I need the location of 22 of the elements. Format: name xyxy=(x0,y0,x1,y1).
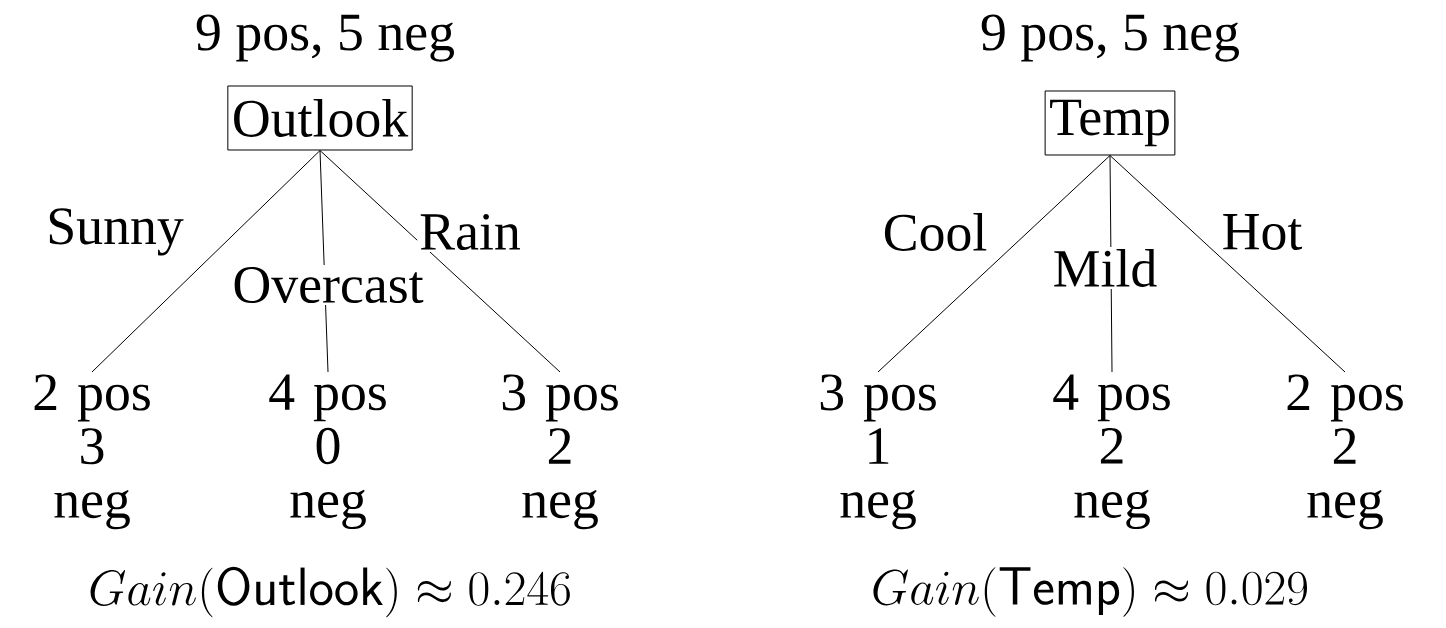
edge-label: Sunny xyxy=(44,206,186,258)
gain-formula: $Gain(\mathsf{Outlook}) \approx 0.246$ xyxy=(90,566,570,618)
leaf-counts: 2 pos 2 neg xyxy=(1287,374,1403,530)
branch-line xyxy=(877,155,1111,373)
leaf-counts: 3 pos 1 neg xyxy=(820,374,936,530)
edge-label: Cool xyxy=(880,211,990,253)
attribute-box: Outlook xyxy=(227,85,413,151)
edge-label: Rain xyxy=(417,211,523,253)
attribute-box: Temp xyxy=(1044,90,1176,156)
branch-line xyxy=(319,150,561,373)
branch-line xyxy=(91,150,321,373)
leaf-counts: 2 pos 3 neg xyxy=(34,374,150,530)
branch-line xyxy=(1109,155,1346,373)
edge-label: Overcast xyxy=(230,264,426,306)
gain-formula: $Gain(\mathsf{Temp}) \approx 0.029$ xyxy=(873,567,1308,617)
edge-label: Mild xyxy=(1050,247,1160,289)
count-text: 9 pos, 5 neg xyxy=(981,14,1239,62)
leaf-counts: 4 pos 0 neg xyxy=(269,374,386,529)
leaf-counts: 3 pos 2 neg xyxy=(502,374,618,530)
count-text: 9 pos, 5 neg xyxy=(196,14,454,62)
leaf-counts: 4 pos 2 neg xyxy=(1053,374,1170,529)
edge-label: Hot xyxy=(1219,212,1305,252)
